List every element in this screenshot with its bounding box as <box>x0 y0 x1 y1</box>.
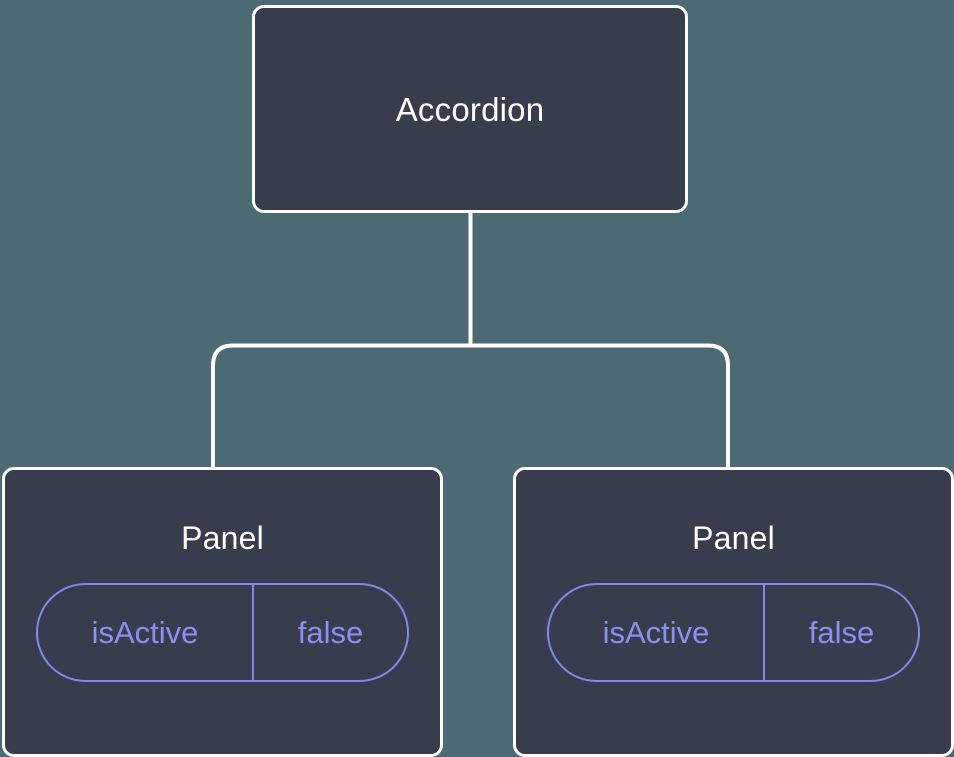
prop-value: false <box>252 585 407 680</box>
edge-accordion-to-panel-left <box>211 343 471 468</box>
prop-name: isActive <box>91 615 199 650</box>
prop-badge-is-active[interactable]: isActive false <box>547 583 920 682</box>
prop-badge-is-active[interactable]: isActive false <box>36 583 409 682</box>
component-node-title: Panel <box>181 520 264 556</box>
component-node-title: Accordion <box>395 90 545 128</box>
component-node-accordion[interactable]: Accordion <box>252 5 688 213</box>
diagram-canvas: Accordion Panel isActive false Panel isA… <box>2 5 954 757</box>
component-node-panel-right[interactable]: Panel isActive false <box>513 467 954 757</box>
component-node-panel-left[interactable]: Panel isActive false <box>2 467 443 757</box>
component-node-title: Panel <box>692 520 775 556</box>
prop-name: isActive <box>602 615 710 650</box>
edge-accordion-to-panel-right <box>470 343 730 468</box>
prop-value: false <box>763 585 918 680</box>
